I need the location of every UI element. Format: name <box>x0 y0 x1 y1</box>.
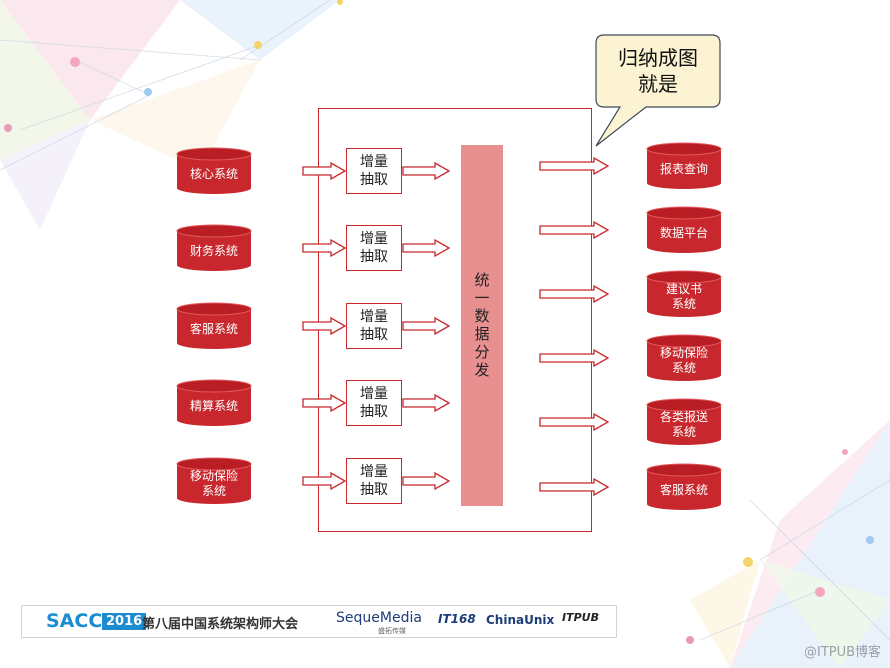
target-label-3: 建议书 系统 <box>665 282 702 311</box>
target-arrow-1 <box>539 156 610 176</box>
source-db-4-body <box>177 386 251 426</box>
extract-box-4: 增量 抽取 <box>346 380 402 426</box>
footer-banner: SACC 2016 第八届中国系统架构师大会 SequeMedia 盛拓传媒 I… <box>21 605 617 638</box>
source-arrow-2 <box>302 238 347 258</box>
target-db-1-top <box>646 142 722 156</box>
target-arrow-5 <box>539 412 610 432</box>
extract-box-5: 增量 抽取 <box>346 458 402 504</box>
source-db-4 <box>176 379 252 426</box>
source-db-4-top <box>176 379 252 393</box>
watermark: @ITPUB博客 <box>804 645 882 660</box>
sacc-logo: SACC <box>46 610 103 632</box>
target-label-2: 数据平台 <box>659 225 708 240</box>
source-label-2: 财务系统 <box>189 243 238 258</box>
target-db-4-top <box>646 334 722 348</box>
sequemedia-logo: SequeMedia <box>336 610 422 626</box>
target-db-4-body <box>647 341 721 381</box>
source-db-3 <box>176 302 252 349</box>
source-db-2-body <box>177 231 251 271</box>
source-db-1 <box>176 147 252 194</box>
target-label-6: 客服系统 <box>659 482 708 497</box>
extract-box-3: 增量 抽取 <box>346 303 402 349</box>
source-label-4: 精算系统 <box>189 398 238 413</box>
callout-bubble <box>595 34 721 147</box>
unified-distribution-hub: 统一数据分发 <box>461 145 503 506</box>
target-db-1 <box>646 142 722 189</box>
extract-box-2: 增量 抽取 <box>346 225 402 271</box>
source-label-3: 客服系统 <box>189 321 238 336</box>
target-db-5-body <box>647 405 721 445</box>
target-db-1-body <box>647 149 721 189</box>
target-db-2-body <box>647 213 721 253</box>
target-arrow-2 <box>539 220 610 240</box>
extract-box-1: 增量 抽取 <box>346 148 402 194</box>
source-db-5 <box>176 457 252 504</box>
target-db-3-top <box>646 270 722 284</box>
source-arrow-3 <box>302 316 347 336</box>
target-db-4 <box>646 334 722 381</box>
target-db-3 <box>646 270 722 317</box>
callout-label: 归纳成图 就是 <box>618 46 698 96</box>
source-arrow-4 <box>302 393 347 413</box>
source-db-5-body <box>177 464 251 504</box>
sequemedia-sub: 盛拓传媒 <box>378 627 406 635</box>
callout-text: 归纳成图 就是 <box>596 35 720 107</box>
source-db-3-top <box>176 302 252 316</box>
source-arrow-5 <box>302 471 347 491</box>
source-db-2-top <box>176 224 252 238</box>
distribution-frame <box>318 108 592 532</box>
extract-arrow-3 <box>402 316 451 336</box>
source-db-3-body <box>177 309 251 349</box>
extract-arrow-4 <box>402 393 451 413</box>
target-db-6-body <box>647 470 721 510</box>
target-label-5: 各类报送 系统 <box>659 410 708 439</box>
source-label-1: 核心系统 <box>189 166 238 181</box>
target-db-6-top <box>646 463 722 477</box>
source-db-5-top <box>176 457 252 471</box>
source-db-1-top <box>176 147 252 161</box>
target-db-6 <box>646 463 722 510</box>
source-db-1-body <box>177 154 251 194</box>
extract-arrow-5 <box>402 471 451 491</box>
target-arrow-6 <box>539 477 610 497</box>
conference-title: 第八届中国系统架构师大会 <box>142 617 299 632</box>
year-badge: 2016 <box>102 613 147 630</box>
target-db-5 <box>646 398 722 445</box>
target-db-5-top <box>646 398 722 412</box>
extract-arrow-1 <box>402 161 451 181</box>
target-db-2 <box>646 206 722 253</box>
sequemedia-text: SequeMedia <box>336 610 422 626</box>
extract-arrow-2 <box>402 238 451 258</box>
target-db-2-top <box>646 206 722 220</box>
it168-logo: IT168 <box>438 612 476 626</box>
source-label-5: 移动保险 系统 <box>189 469 238 498</box>
itpub-logo: ITPUB <box>562 611 599 624</box>
target-arrow-3 <box>539 284 610 304</box>
target-db-3-body <box>647 277 721 317</box>
chinaunix-logo: ChinaUnix <box>486 613 555 627</box>
target-label-1: 报表查询 <box>659 161 708 176</box>
source-db-2 <box>176 224 252 271</box>
target-arrow-4 <box>539 348 610 368</box>
target-label-4: 移动保险 系统 <box>659 346 708 375</box>
source-arrow-1 <box>302 161 347 181</box>
hub-label: 统一数据分发 <box>472 271 491 380</box>
